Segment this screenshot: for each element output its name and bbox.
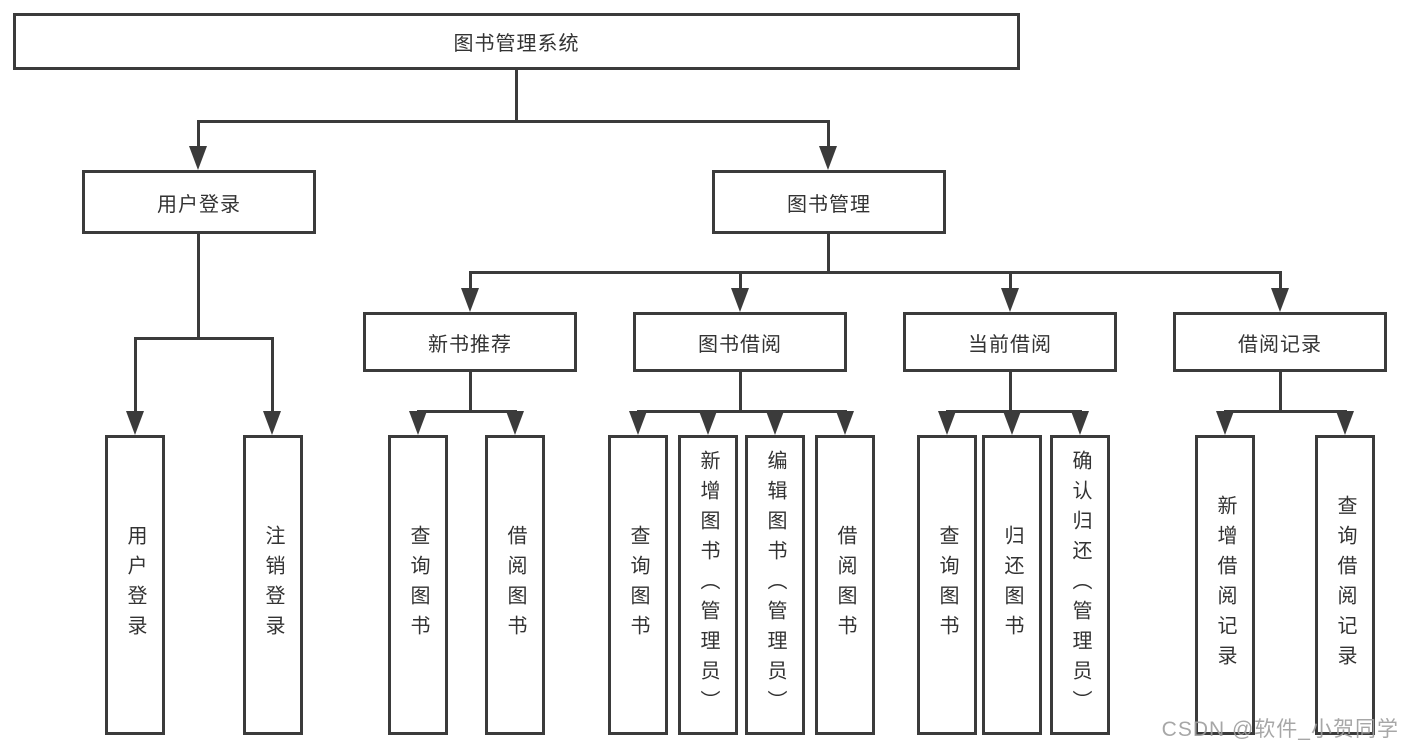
node-label: 注销登录 [262, 525, 284, 645]
node-current-borrowing: 当前借阅 [903, 312, 1117, 372]
connector-borrowing-records-stem [1279, 372, 1282, 412]
node-label: 图书管理系统 [453, 33, 580, 55]
node-query-books-recommend: 查询图书 [388, 435, 448, 735]
node-label: 编辑图书（管理员） [764, 450, 786, 720]
node-label: 当前借阅 [968, 333, 1052, 356]
node-add-borrowing-record: 新增借阅记录 [1195, 435, 1255, 735]
node-book-borrowing: 图书借阅 [633, 312, 847, 372]
arrow-down-icon [409, 411, 427, 435]
connector-new-book-horizontal [417, 410, 517, 413]
node-add-book-admin: 新增图书（管理员） [678, 435, 738, 735]
connector-new-book-stem [469, 372, 472, 412]
node-label: 确认归还（管理员） [1069, 450, 1091, 720]
arrow-down-icon [461, 288, 479, 312]
node-label: 新增借阅记录 [1214, 495, 1236, 675]
connector-user-login-horizontal [134, 337, 274, 340]
node-label: 用户登录 [124, 525, 146, 645]
arrow-down-icon [1001, 288, 1019, 312]
node-label: 归还图书 [1001, 525, 1023, 645]
connector-level1-horizontal [197, 120, 830, 123]
node-label: 新增图书（管理员） [697, 450, 719, 720]
connector-borrowing-records-horizontal [1224, 410, 1347, 413]
node-book-management: 图书管理 [712, 170, 946, 234]
arrow-down-icon [938, 411, 956, 435]
node-query-books-current: 查询图书 [917, 435, 977, 735]
arrow-down-icon [1271, 288, 1289, 312]
arrow-down-icon [766, 411, 784, 435]
node-borrow-books: 借阅图书 [815, 435, 875, 735]
arrow-down-icon [1003, 411, 1021, 435]
connector-drop-logout-leaf [271, 337, 274, 412]
node-borrowing-records: 借阅记录 [1173, 312, 1387, 372]
arrow-down-icon [699, 411, 717, 435]
node-label: 查询借阅记录 [1334, 495, 1356, 675]
connector-user-login-stem [197, 234, 200, 340]
node-edit-book-admin: 编辑图书（管理员） [745, 435, 805, 735]
connector-root-trunk [515, 70, 518, 120]
arrow-down-icon [1071, 411, 1089, 435]
arrow-down-icon [629, 411, 647, 435]
connector-drop-book-management [827, 120, 830, 147]
arrow-down-icon [731, 288, 749, 312]
connector-book-borrowing-stem [739, 372, 742, 412]
arrow-down-icon [819, 146, 837, 170]
node-label: 借阅图书 [834, 525, 856, 645]
node-label: 查询图书 [936, 525, 958, 645]
node-logout: 注销登录 [243, 435, 303, 735]
arrow-down-icon [1216, 411, 1234, 435]
node-label: 图书管理 [787, 193, 871, 216]
arrow-down-icon [189, 146, 207, 170]
connector-drop-current-borrowing [1009, 271, 1012, 289]
connector-drop-new-book [469, 271, 472, 289]
node-return-books: 归还图书 [982, 435, 1042, 735]
connector-level2-horizontal [469, 271, 1282, 274]
connector-drop-borrowing-records [1279, 271, 1282, 289]
connector-drop-book-borrowing [739, 271, 742, 289]
csdn-watermark: CSDN @软件_小贺同学 [1161, 718, 1399, 741]
node-query-borrowing-record: 查询借阅记录 [1315, 435, 1375, 735]
arrow-down-icon [836, 411, 854, 435]
node-label: 用户登录 [157, 193, 241, 216]
node-new-book-recommendation: 新书推荐 [363, 312, 577, 372]
node-label: 图书借阅 [698, 333, 782, 356]
connector-book-borrowing-horizontal [637, 410, 847, 413]
node-label: 借阅图书 [504, 525, 526, 645]
connector-current-borrowing-stem [1009, 372, 1012, 412]
node-user-login-leaf: 用户登录 [105, 435, 165, 735]
arrow-down-icon [506, 411, 524, 435]
connector-drop-login-leaf [134, 337, 137, 412]
node-user-login: 用户登录 [82, 170, 316, 234]
arrow-down-icon [126, 411, 144, 435]
node-confirm-return-admin: 确认归还（管理员） [1050, 435, 1110, 735]
node-label: 查询图书 [407, 525, 429, 645]
connector-book-management-stem [827, 234, 830, 274]
connector-drop-user-login [197, 120, 200, 147]
arrow-down-icon [263, 411, 281, 435]
node-query-books-borrowing: 查询图书 [608, 435, 668, 735]
node-label: 借阅记录 [1238, 333, 1322, 356]
node-label: 查询图书 [627, 525, 649, 645]
arrow-down-icon [1336, 411, 1354, 435]
node-library-management-system: 图书管理系统 [13, 13, 1020, 70]
node-borrow-books-recommend: 借阅图书 [485, 435, 545, 735]
node-label: 新书推荐 [428, 333, 512, 356]
